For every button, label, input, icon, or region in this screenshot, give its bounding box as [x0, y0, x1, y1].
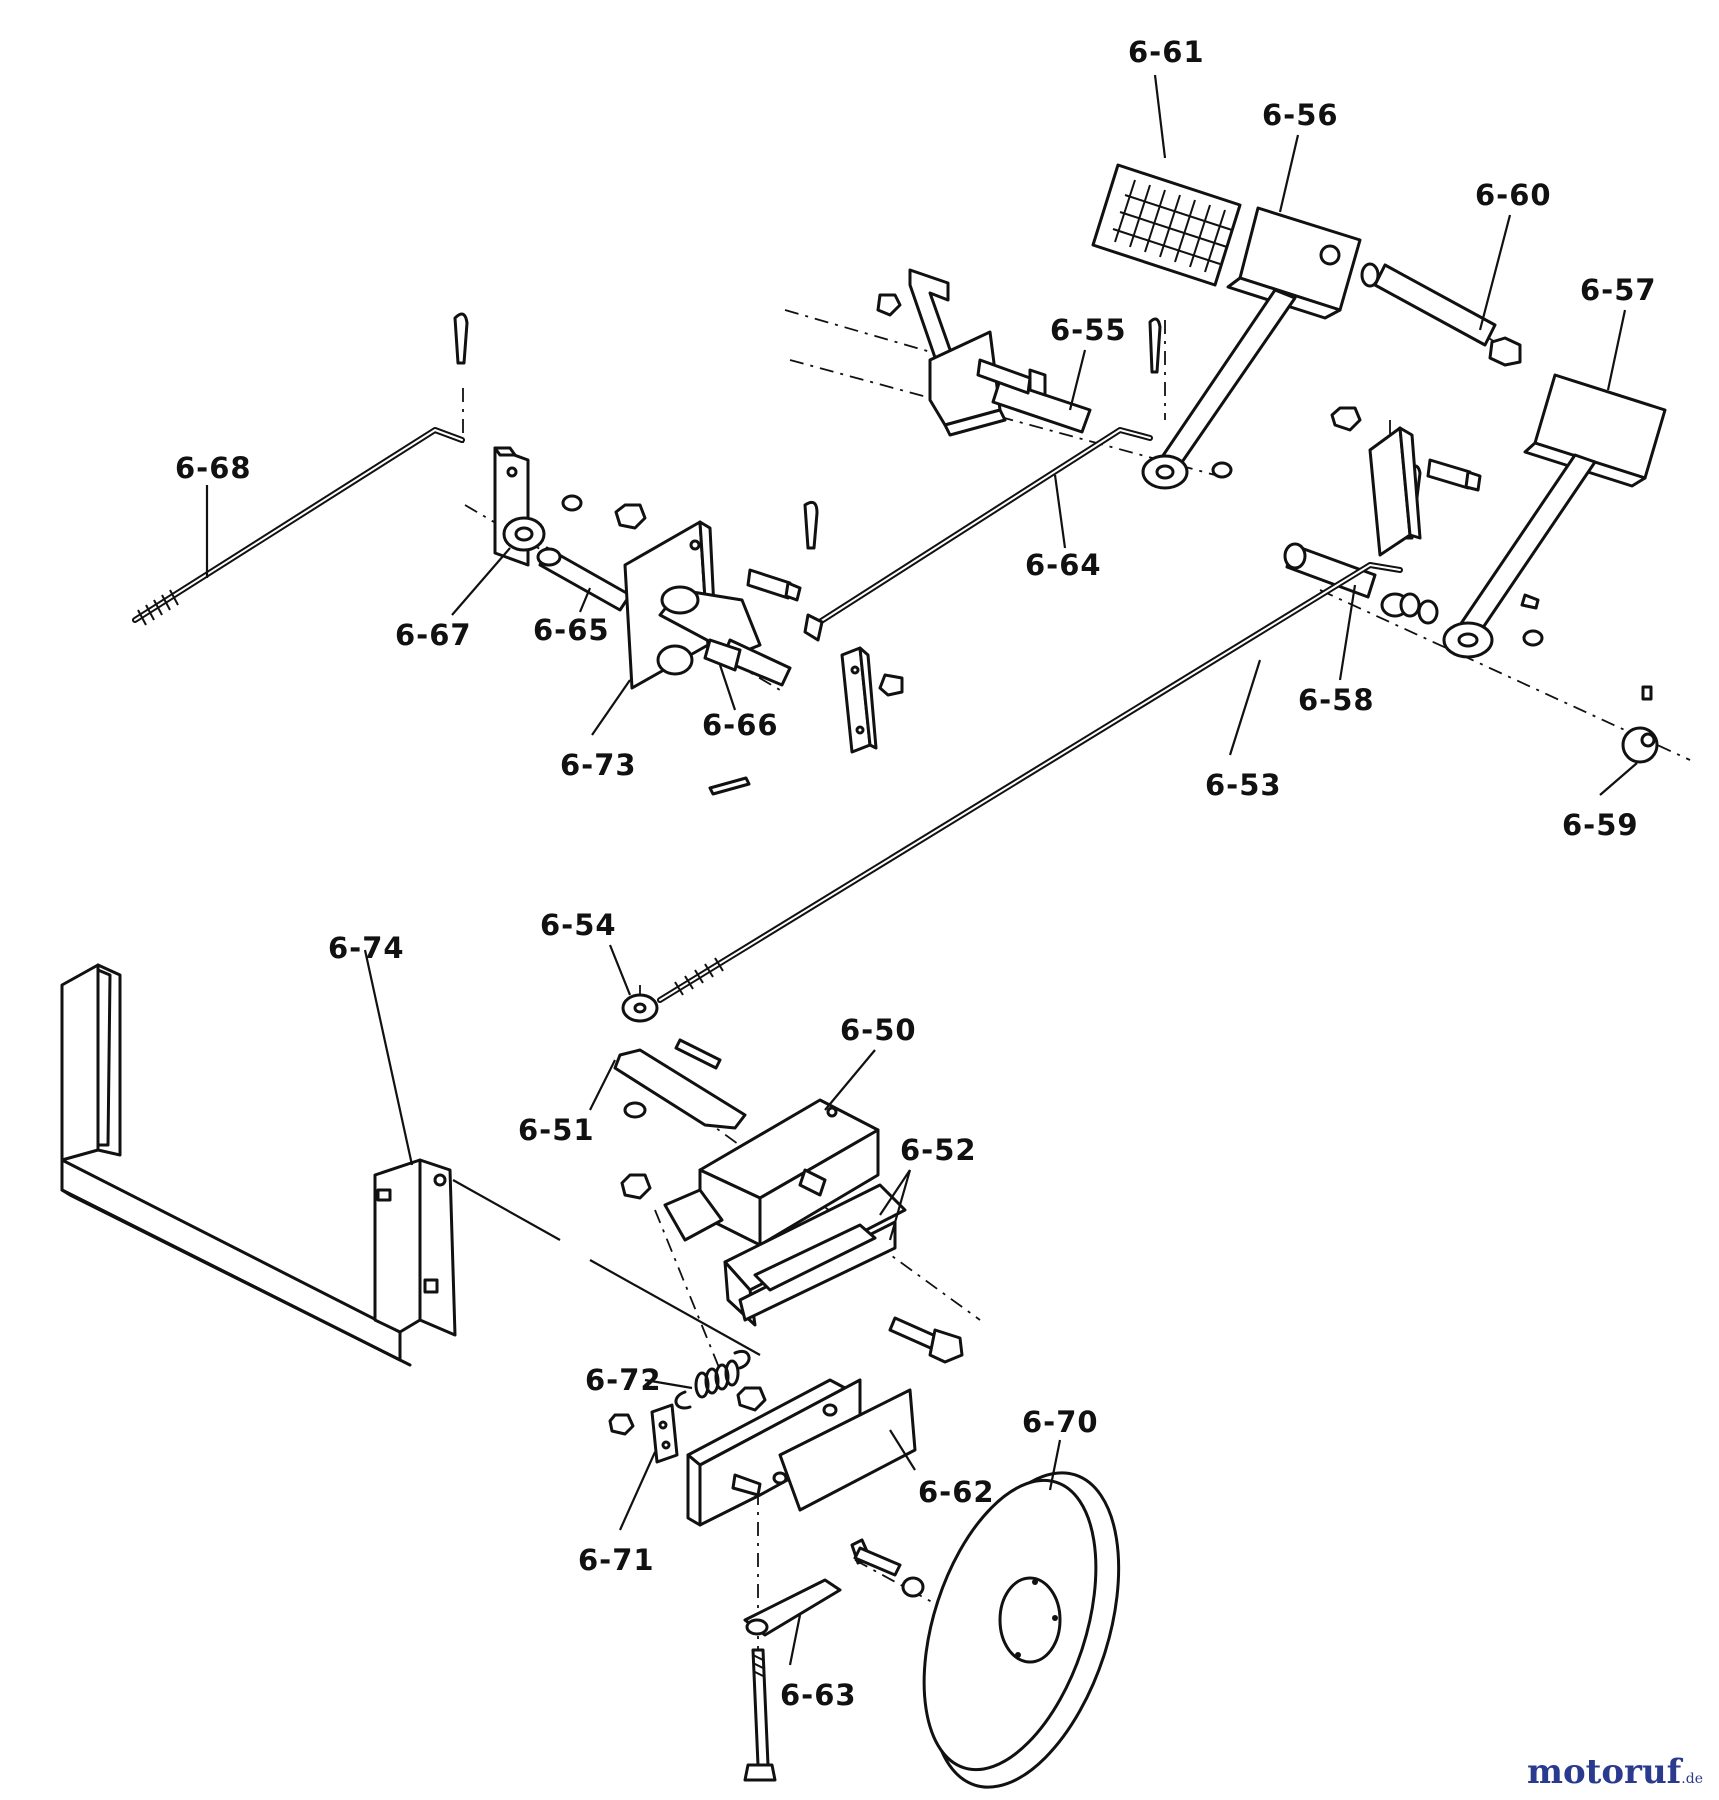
callout-6-60: 6-60	[1475, 178, 1552, 212]
decal-6-61	[1091, 163, 1242, 287]
pedal-6-57	[1442, 373, 1667, 659]
link-plate	[840, 646, 904, 754]
plate-6-71	[608, 1403, 679, 1464]
callout-6-65: 6-65	[533, 613, 610, 647]
rod-6-64	[803, 427, 1153, 642]
thread-6-68	[137, 589, 179, 626]
bracket-6-62	[686, 1378, 917, 1527]
callout-6-61: 6-61	[1128, 35, 1205, 69]
collar-6-59	[1621, 685, 1659, 764]
callout-6-58: 6-58	[1298, 683, 1375, 717]
callout-6-73: 6-73	[560, 748, 637, 782]
rod-6-68	[132, 427, 465, 626]
rod-6-53	[657, 562, 1403, 1003]
callout-6-64: 6-64	[1025, 548, 1102, 582]
link-6-51	[613, 1038, 747, 1130]
callout-6-67: 6-67	[395, 618, 472, 652]
hardware-right	[1211, 461, 1544, 647]
clevis-6-54	[621, 993, 659, 1023]
bolt-center	[888, 1316, 964, 1364]
callout-6-57: 6-57	[1580, 273, 1657, 307]
watermark-logo: motoruf.de	[1527, 1752, 1703, 1792]
frame-pointer-line	[452, 1179, 561, 1241]
callout-6-74: 6-74	[328, 931, 405, 965]
frame-pointer-line-2	[589, 1259, 761, 1356]
callout-6-70: 6-70	[1022, 1405, 1099, 1439]
callout-6-54: 6-54	[540, 908, 617, 942]
callout-6-66: 6-66	[702, 708, 779, 742]
thread-6-53	[674, 957, 724, 996]
spring-6-72	[674, 1349, 751, 1410]
plate-6-67	[493, 446, 546, 567]
rod-6-60	[1360, 262, 1522, 367]
assembly-axes	[462, 271, 1691, 1651]
callout-labels: 6-61 6-56 6-60 6-57 6-55 6-68 6-64 6-67 …	[175, 35, 1657, 1712]
callout-6-68: 6-68	[175, 451, 252, 485]
bracket-6-55	[876, 268, 1092, 437]
callout-6-59: 6-59	[1562, 808, 1639, 842]
callout-6-63: 6-63	[780, 1678, 857, 1712]
pedal-6-56	[1141, 206, 1362, 490]
mount-plate-6-73	[623, 520, 792, 690]
callout-6-51: 6-51	[518, 1113, 595, 1147]
callout-6-52: 6-52	[900, 1133, 977, 1167]
leader-lines	[205, 74, 1638, 1666]
watermark-brand: motoruf	[1527, 1752, 1682, 1792]
link-6-63	[743, 1578, 842, 1782]
shaft-6-65	[536, 546, 632, 612]
callout-6-55: 6-55	[1050, 313, 1127, 347]
callout-6-56: 6-56	[1262, 98, 1339, 132]
thread-6-63	[752, 1654, 764, 1677]
bracket-6-58	[1283, 406, 1482, 618]
disc-6-70	[922, 1471, 1121, 1789]
callout-6-50: 6-50	[840, 1013, 917, 1047]
watermark-suffix: .de	[1681, 1771, 1703, 1787]
callout-6-72: 6-72	[585, 1363, 662, 1397]
brake-pads-6-52	[723, 1183, 907, 1327]
callout-6-62: 6-62	[918, 1475, 995, 1509]
callout-6-53: 6-53	[1205, 768, 1282, 802]
housing-6-50	[620, 1098, 880, 1247]
bolt-disc	[850, 1538, 925, 1598]
frame-6-74	[60, 963, 457, 1367]
hardware-left	[561, 494, 802, 602]
decal-hatching	[1112, 179, 1233, 273]
callout-6-71: 6-71	[578, 1543, 655, 1577]
